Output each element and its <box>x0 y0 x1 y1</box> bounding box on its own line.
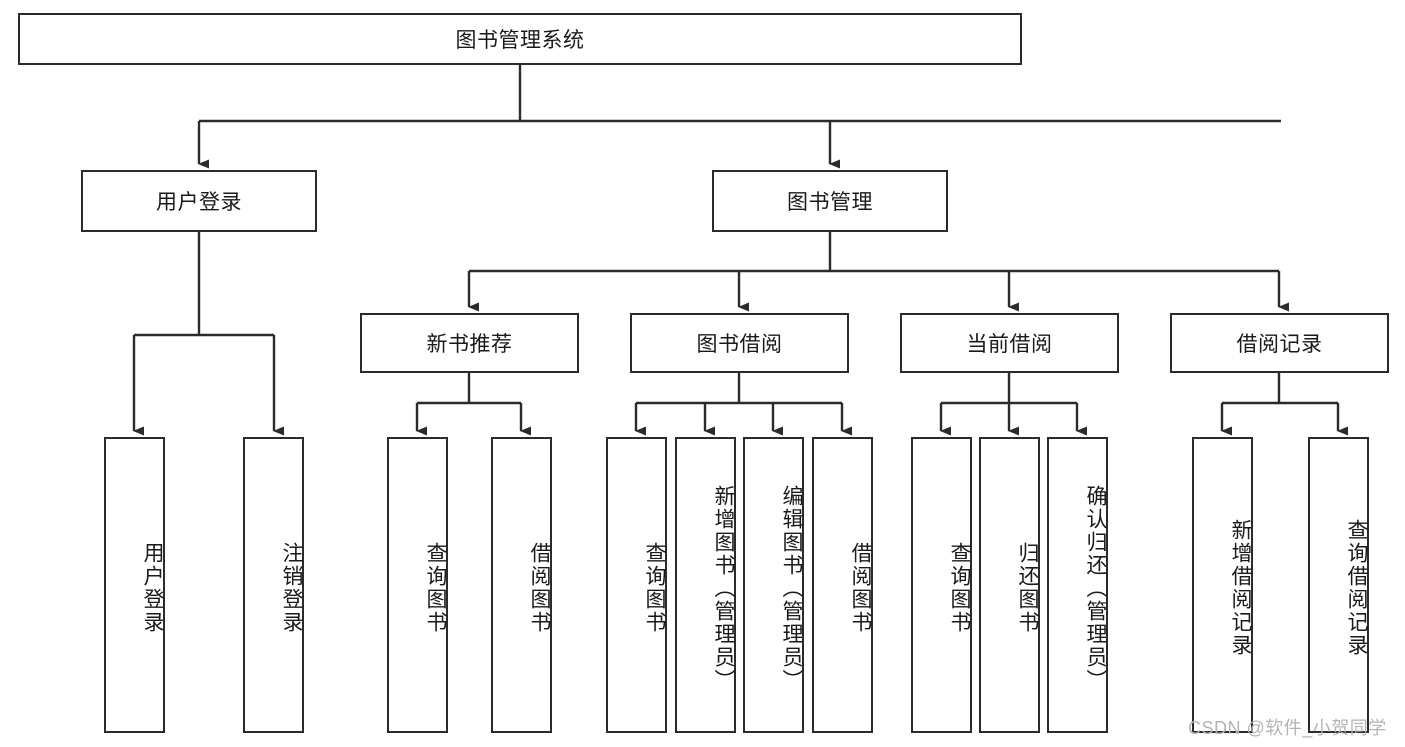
leaf-borrow-edit-book-admin[interactable]: 编辑图书（管理员） <box>743 437 804 733</box>
node-label: 借阅记录 <box>1236 333 1323 356</box>
node-user-login[interactable]: 用户登录 <box>81 170 317 232</box>
node-label: 图书管理 <box>787 191 873 214</box>
leaf-recommend-borrow-book[interactable]: 借阅图书 <box>491 437 552 733</box>
node-label: 用户登录 <box>141 542 164 634</box>
node-label: 查询图书 <box>643 542 666 634</box>
node-label: 确认归还（管理员） <box>1084 484 1107 692</box>
node-label: 新增借阅记录 <box>1229 519 1252 657</box>
node-label: 当前借阅 <box>966 333 1053 356</box>
node-label: 图书管理系统 <box>455 29 585 52</box>
node-label: 借阅图书 <box>849 542 872 634</box>
node-label: 新增图书（管理员） <box>712 484 735 692</box>
leaf-current-confirm-return-admin[interactable]: 确认归还（管理员） <box>1047 437 1108 733</box>
node-borrow-record[interactable]: 借阅记录 <box>1170 313 1389 373</box>
node-label: 借阅图书 <box>528 542 551 634</box>
node-current-borrow[interactable]: 当前借阅 <box>900 313 1119 373</box>
csdn-watermark: CSDN @软件_小贺同学 <box>1188 718 1387 738</box>
node-label: 归还图书 <box>1016 542 1039 634</box>
node-label: 查询借阅记录 <box>1345 519 1368 657</box>
node-label: 查询图书 <box>424 542 447 634</box>
node-root-system[interactable]: 图书管理系统 <box>18 13 1022 65</box>
node-label: 编辑图书（管理员） <box>780 484 803 692</box>
leaf-borrow-add-book-admin[interactable]: 新增图书（管理员） <box>675 437 736 733</box>
leaf-user-login[interactable]: 用户登录 <box>104 437 165 733</box>
leaf-recommend-query-book[interactable]: 查询图书 <box>387 437 448 733</box>
node-label: 新书推荐 <box>426 333 513 356</box>
node-label: 用户登录 <box>156 191 242 214</box>
node-book-management[interactable]: 图书管理 <box>712 170 948 232</box>
leaf-borrow-query-book[interactable]: 查询图书 <box>606 437 667 733</box>
node-label: 注销登录 <box>280 542 303 634</box>
leaf-record-query-record[interactable]: 查询借阅记录 <box>1308 437 1369 733</box>
leaf-current-return-book[interactable]: 归还图书 <box>979 437 1040 733</box>
node-new-book-recommend[interactable]: 新书推荐 <box>360 313 579 373</box>
leaf-record-add-record[interactable]: 新增借阅记录 <box>1192 437 1253 733</box>
leaf-current-query-book[interactable]: 查询图书 <box>911 437 972 733</box>
node-book-borrow[interactable]: 图书借阅 <box>630 313 849 373</box>
leaf-borrow-borrow-book[interactable]: 借阅图书 <box>812 437 873 733</box>
node-label: 查询图书 <box>948 542 971 634</box>
leaf-user-logout[interactable]: 注销登录 <box>243 437 304 733</box>
node-label: 图书借阅 <box>696 333 783 356</box>
